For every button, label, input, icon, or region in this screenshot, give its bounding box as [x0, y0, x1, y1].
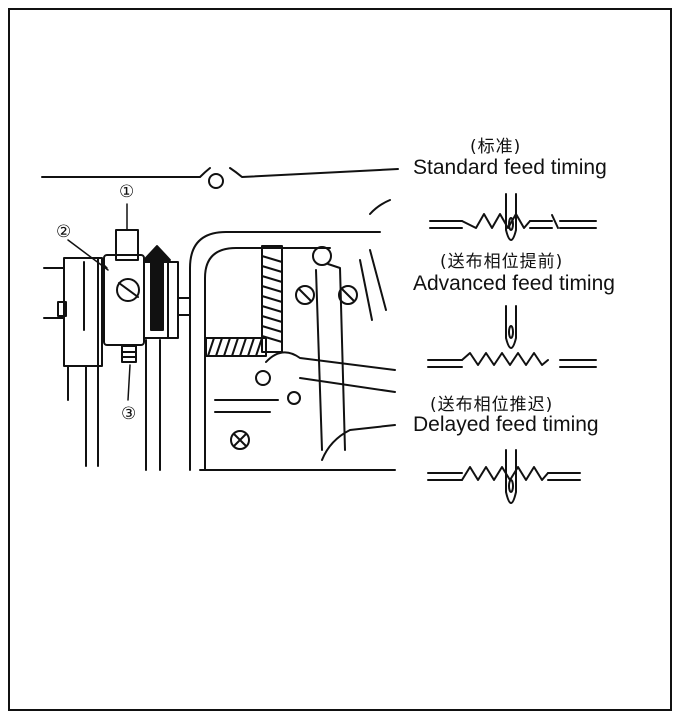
callout-1: ①	[119, 182, 135, 202]
screw-2	[116, 278, 140, 302]
feed-eccentric-assembly	[43, 229, 191, 367]
upward-arrow-icon	[143, 245, 171, 331]
timing-delayed-cn: (送布相位推迟)	[430, 395, 554, 415]
timing-delayed-en: Delayed feed timing	[413, 413, 599, 436]
bed-frame	[189, 199, 396, 471]
timing-delayed-figure	[427, 449, 581, 504]
timing-advanced-en: Advanced feed timing	[413, 272, 615, 295]
vertical-worm-gear	[261, 245, 283, 353]
callout-leaders	[67, 203, 131, 401]
screw-3	[121, 345, 137, 363]
timing-standard-cn: (标准)	[470, 137, 522, 157]
timing-standard-en: Standard feed timing	[413, 156, 607, 179]
timing-standard-figure	[429, 193, 597, 241]
callout-3: ③	[121, 404, 137, 424]
horizontal-worm-gear	[205, 337, 267, 357]
callout-2: ②	[56, 222, 72, 242]
timing-advanced-figure	[427, 305, 597, 368]
timing-advanced-cn: (送布相位提前)	[440, 252, 564, 272]
feed-rods	[67, 339, 161, 471]
right-mechanism	[214, 246, 396, 461]
bed-top-line	[41, 167, 399, 189]
